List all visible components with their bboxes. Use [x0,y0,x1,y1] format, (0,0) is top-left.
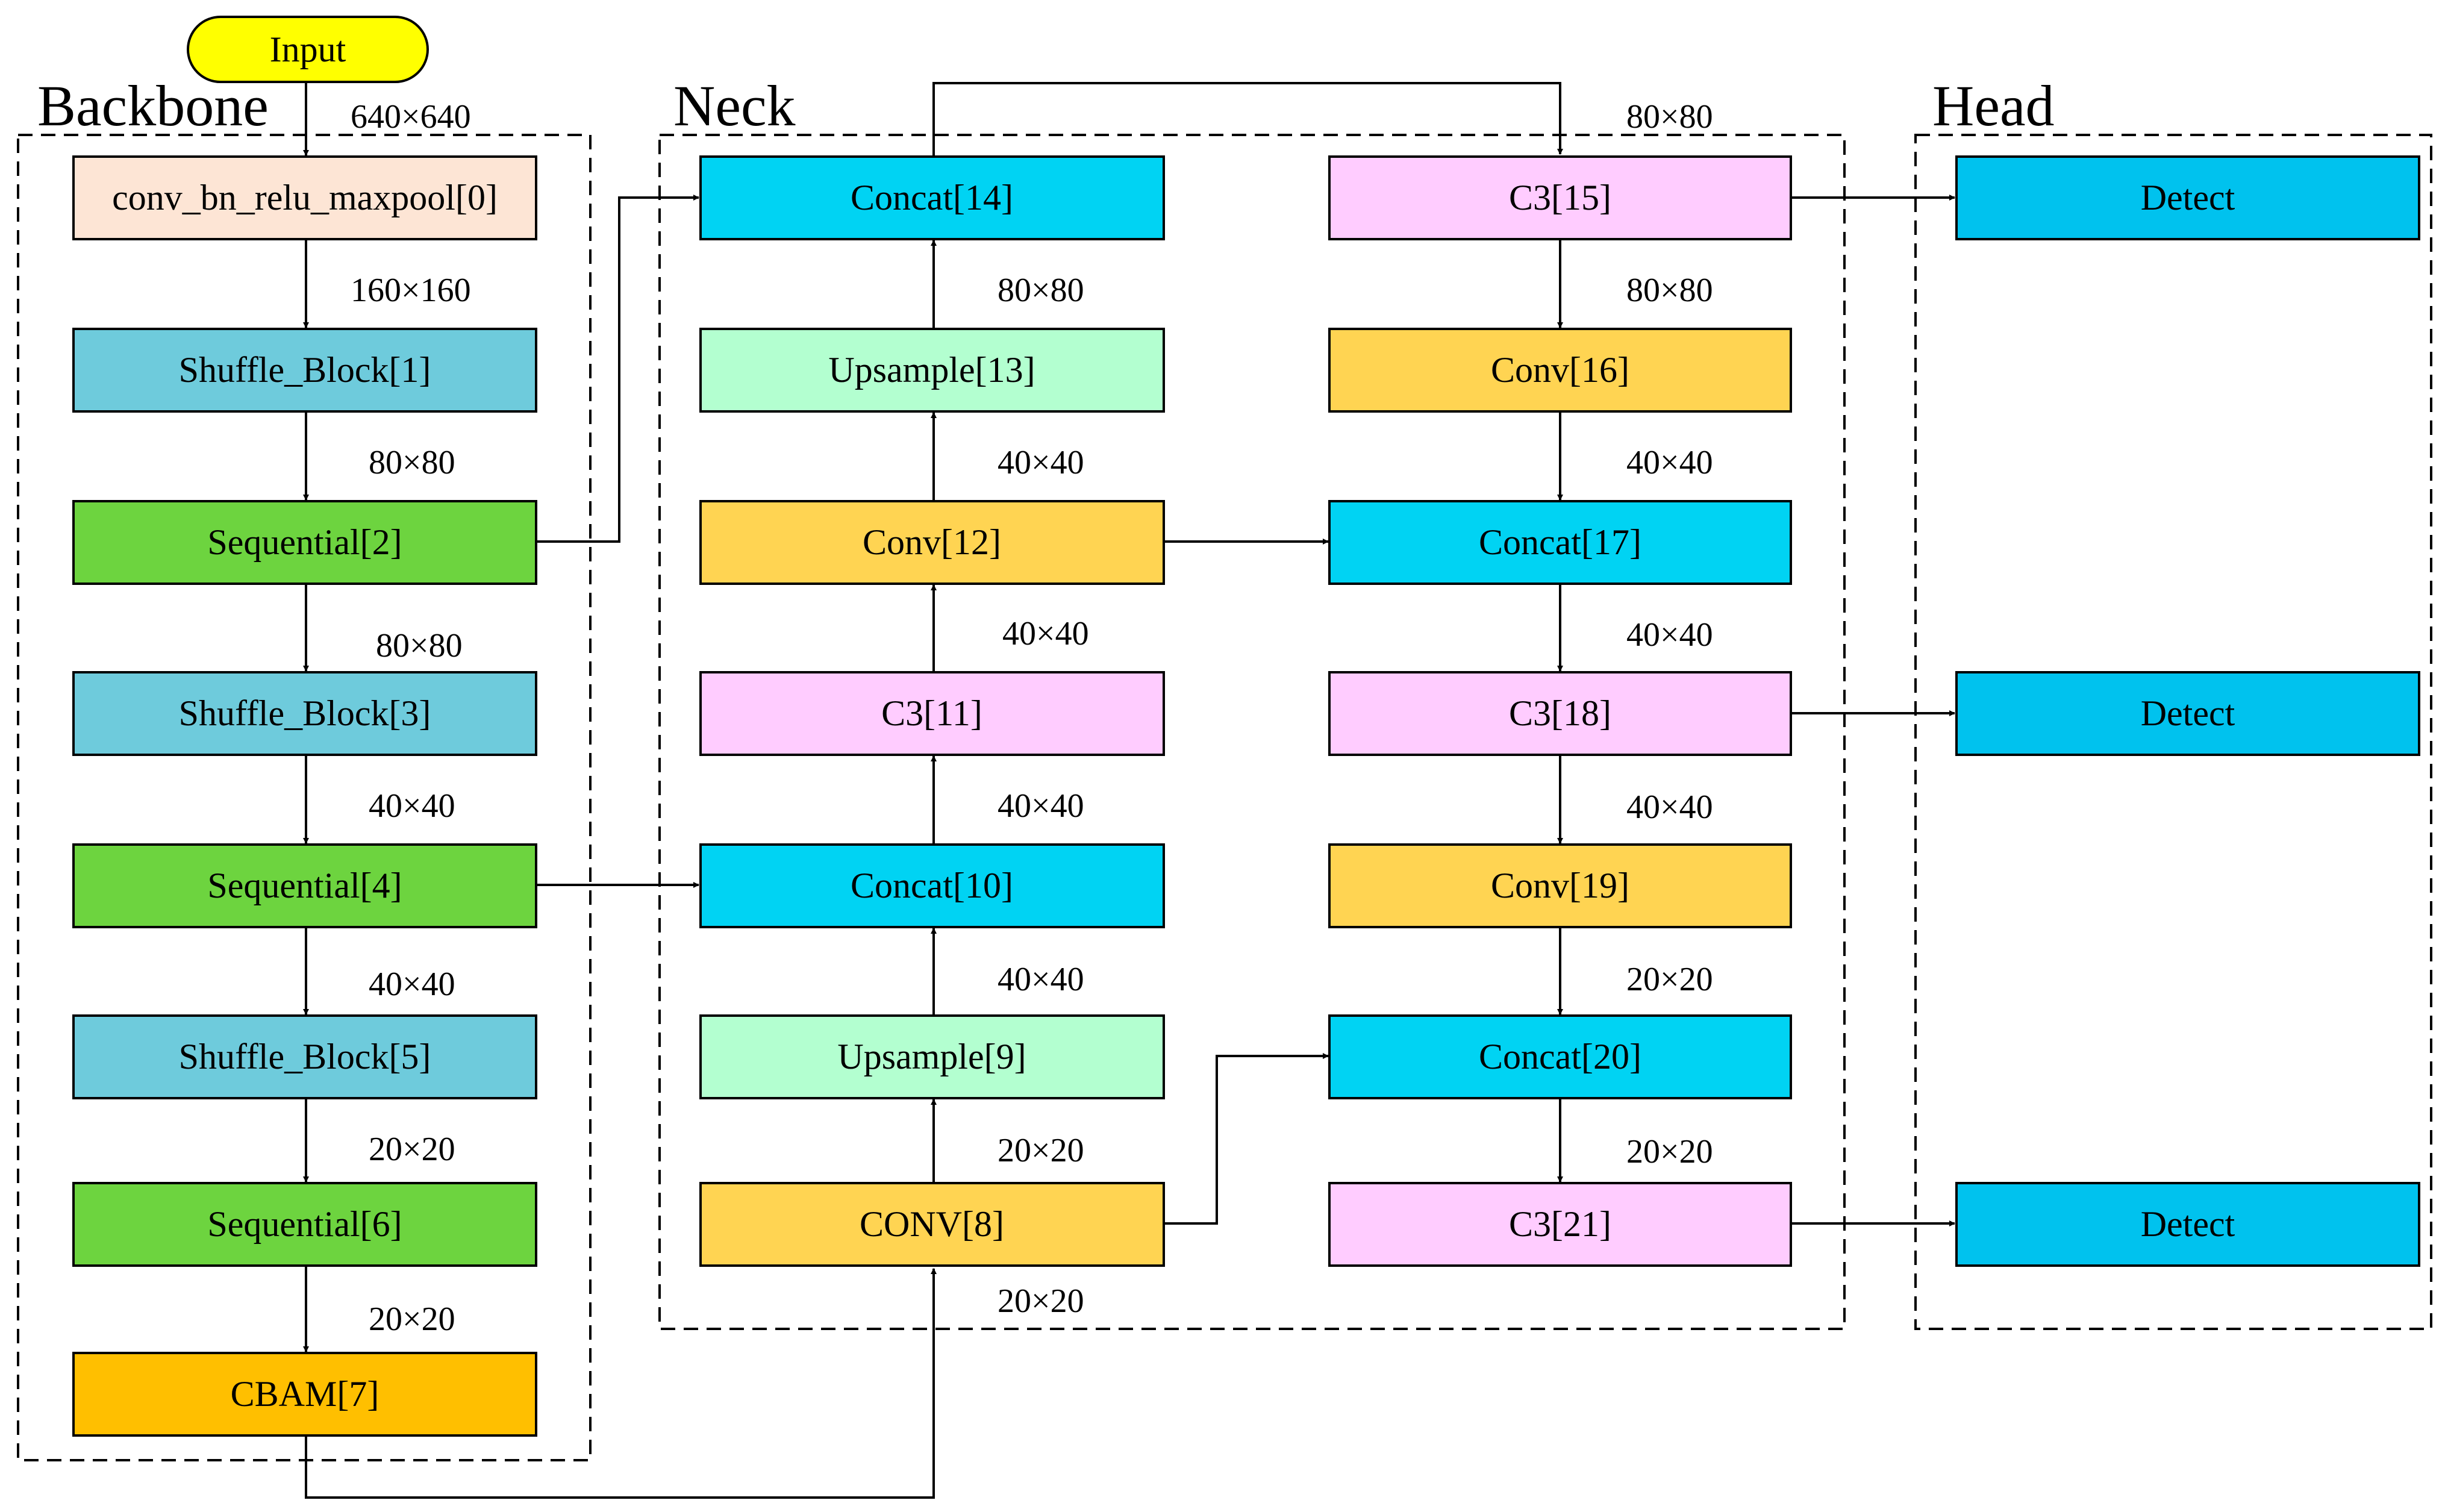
dim-neck-17-18: 40×40 [1626,616,1713,654]
node-conv-19 [1328,843,1792,928]
node-sequential-2 [72,500,537,585]
dim-neck-10-11: 40×40 [998,787,1084,825]
node-label-4: Sequential[4] [207,866,402,905]
dim-neck-18-19: 40×40 [1626,789,1713,826]
edge-n7-n8 [305,1268,937,1499]
neck-left-nodes: Concat[14] Upsample[13] Conv[12] C3[11] … [699,155,1165,1267]
node-label-0: conv_bn_relu_maxpool[0] [112,178,498,217]
node-label-detect-1: Detect [2141,178,2235,217]
node-conv-12 [699,500,1165,585]
node-label-3: Shuffle_Block[3] [179,693,431,733]
backbone-label: Backbone [37,73,269,138]
backbone-nodes: conv_bn_relu_maxpool[0] Shuffle_Block[1]… [72,155,537,1437]
node-label-5: Shuffle_Block[5] [179,1037,431,1076]
node-label-19: Conv[19] [1491,866,1629,905]
node-concat-20 [1328,1014,1792,1099]
node-c3-11 [699,671,1165,756]
node-upsample-9 [699,1014,1165,1099]
dim-neck-16-17: 40×40 [1626,444,1713,481]
node-c3-21 [1328,1182,1792,1267]
dim-neck-12-13: 40×40 [998,444,1084,481]
node-label-21: C3[21] [1509,1204,1611,1244]
input-node [187,16,429,83]
node-label-11: C3[11] [881,693,982,733]
dim-neck-13-14: 80×80 [998,272,1084,309]
dim-neck-19-20: 20×20 [1626,961,1713,998]
node-label-12: Conv[12] [863,522,1001,562]
node-label-10: Concat[10] [851,866,1013,905]
node-label-15: C3[15] [1509,178,1611,217]
node-cbam-7 [72,1352,537,1437]
node-conv-16 [1328,328,1792,413]
node-label-8: CONV[8] [860,1204,1004,1244]
head-frame [1914,134,2432,1330]
dim-backbone-6-7: 20×20 [369,1301,455,1338]
node-label-13: Upsample[13] [828,350,1035,390]
dim-neck-9-10: 40×40 [998,961,1084,998]
dim-neck-20-21: 20×20 [1626,1133,1713,1170]
backbone-frame [17,134,592,1461]
node-label-7: CBAM[7] [231,1374,379,1414]
neck-label: Neck [673,73,796,138]
dim-neck-top-15: 80×80 [1626,98,1713,136]
node-sequential-6 [72,1182,537,1267]
node-concat-10 [699,843,1165,928]
dim-backbone-2-3: 80×80 [376,627,463,664]
dim-input: 640×640 [351,98,471,136]
edge-n8-n20 [1164,1053,1329,1225]
node-label-6: Sequential[6] [207,1204,402,1244]
node-c3-18 [1328,671,1792,756]
node-conv-8 [699,1182,1165,1267]
edge-n14-n15 [932,82,1563,155]
dim-neck-8-9: 20×20 [998,1132,1084,1169]
node-label-2: Sequential[2] [207,522,402,562]
node-shuffle-block-5 [72,1014,537,1099]
node-shuffle-block-3 [72,671,537,756]
node-sequential-4 [72,843,537,928]
node-c3-15 [1328,155,1792,240]
node-label-14: Concat[14] [851,178,1013,217]
node-label-9: Upsample[9] [837,1037,1026,1076]
edges [303,82,1955,1499]
dim-backbone-5-6: 20×20 [369,1131,455,1168]
head-nodes: Detect Detect Detect [1955,155,2420,1267]
input-label: Input [270,30,346,69]
edge-n2-n14 [536,195,699,543]
node-detect-2 [1955,671,2420,756]
node-detect-1 [1955,155,2420,240]
neck-right-nodes: C3[15] Conv[16] Concat[17] C3[18] Conv[1… [1328,155,1792,1267]
node-concat-14 [699,155,1165,240]
node-label-20: Concat[20] [1479,1037,1641,1076]
node-label-17: Concat[17] [1479,522,1641,562]
node-shuffle-block-1 [72,328,537,413]
dimension-labels: 640×640 160×160 80×80 80×80 40×40 40×40 … [351,98,1713,1338]
dim-backbone-4-5: 40×40 [369,966,455,1003]
node-detect-3 [1955,1182,2420,1267]
dim-neck-15-16: 80×80 [1626,272,1713,309]
dim-backbone-3-4: 40×40 [369,787,455,825]
node-conv-bn-relu-maxpool-0 [72,155,537,240]
node-label-16: Conv[16] [1491,350,1629,390]
head-label: Head [1932,73,2055,138]
node-concat-17 [1328,500,1792,585]
node-label-detect-2: Detect [2141,693,2235,733]
node-label-18: C3[18] [1509,693,1611,733]
node-upsample-13 [699,328,1165,413]
dim-backbone-1-2: 80×80 [369,444,455,481]
dim-neck-11-12: 40×40 [1002,615,1089,652]
dim-neck-7-8: 20×20 [998,1282,1084,1320]
dim-backbone-0-1: 160×160 [351,272,471,309]
node-label-1: Shuffle_Block[1] [179,350,431,390]
node-label-detect-3: Detect [2141,1204,2235,1244]
